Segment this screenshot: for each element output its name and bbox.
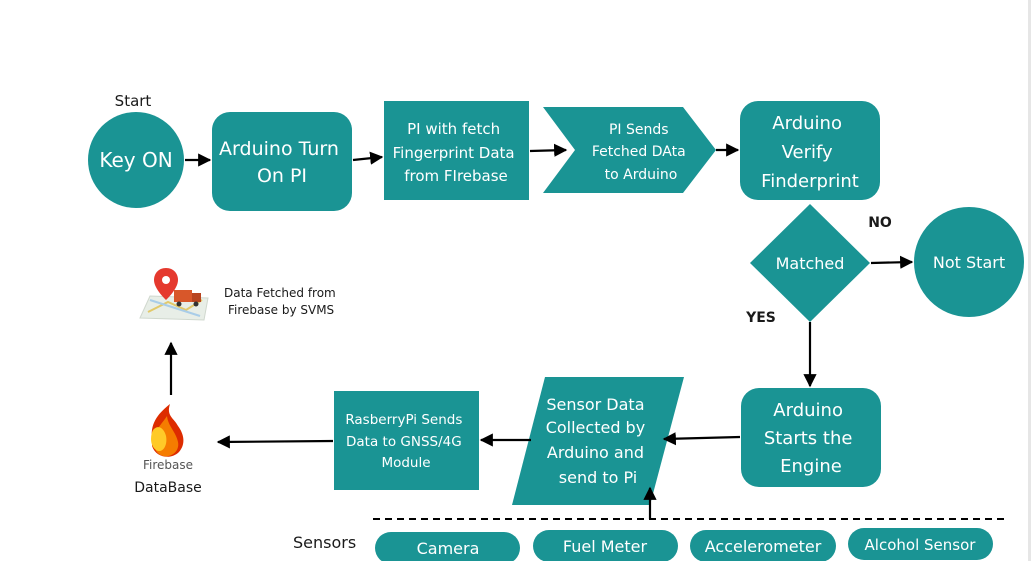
svms-line-1: Data Fetched from bbox=[224, 286, 336, 300]
sensors-label: Sensors bbox=[293, 533, 356, 552]
start-label: Start bbox=[115, 92, 152, 110]
verify-line-2: Verify bbox=[782, 142, 833, 163]
sensor-data-line-4: send to Pi bbox=[559, 468, 637, 487]
arrow-engine-to-sensordata bbox=[662, 432, 741, 446]
arrow-matched-to-notstart bbox=[870, 255, 914, 269]
starts-engine-line-1: Arduino bbox=[773, 400, 843, 421]
arrow-raspberry-to-firebase bbox=[216, 435, 334, 449]
svg-text:Sensor Data Collected by: Sensor Data Collected by Arduino and sen… bbox=[546, 395, 651, 487]
svg-text:RasberryPi Sends Data to: RasberryPi Sends Data to GNSS/4G Module bbox=[345, 412, 466, 471]
map-truck-icon bbox=[139, 268, 209, 321]
raspberry-node: RasberryPi Sends Data to GNSS/4G Module bbox=[334, 391, 479, 490]
sensor-data-line-2: Collected by bbox=[546, 418, 645, 437]
sensor-camera-text: Camera bbox=[417, 539, 480, 558]
pi-fetch-line-3: from FIrebase bbox=[404, 167, 508, 185]
raspberry-line-1: RasberryPi Sends bbox=[345, 412, 462, 428]
starts-engine-node: Arduino Starts the Engine bbox=[741, 388, 881, 487]
sensor-data-node: Sensor Data Collected by Arduino and sen… bbox=[512, 377, 684, 505]
sensor-alcohol-text: Alcohol Sensor bbox=[865, 536, 977, 554]
arduino-turn-on-line-2: On PI bbox=[257, 165, 307, 187]
raspberry-line-2: Data to GNSS/4G bbox=[346, 434, 462, 450]
pi-sends-node: PI Sends Fetched DAta to Arduino bbox=[543, 107, 716, 193]
key-on-text: Key ON bbox=[99, 148, 172, 172]
raspberry-line-3: Module bbox=[381, 455, 430, 471]
sensor-fuel-meter-text: Fuel Meter bbox=[563, 537, 648, 556]
arrow-arduino-to-pifetch bbox=[352, 151, 384, 165]
svg-text:PI with fetch Fingerprin: PI with fetch Fingerprint Data from FIre… bbox=[393, 120, 520, 185]
firebase-logo-text: Firebase bbox=[143, 458, 193, 472]
matched-text: Matched bbox=[776, 254, 845, 273]
arduino-turn-on-node: Arduino Turn On PI bbox=[212, 112, 352, 211]
key-on-node: Key ON bbox=[88, 112, 184, 208]
page-edge bbox=[1028, 0, 1031, 561]
svg-text:Data Fetched from Firebase: Data Fetched from Firebase by SVMS bbox=[224, 286, 340, 317]
svg-text:PI Sends Fetched DAta: PI Sends Fetched DAta to Arduino bbox=[592, 122, 690, 183]
sensor-data-line-3: Arduino and bbox=[547, 443, 644, 462]
verify-node: Arduino Verify Finderprint bbox=[740, 101, 880, 200]
starts-engine-line-2: Starts the bbox=[764, 428, 853, 449]
pi-sends-line-1: PI Sends bbox=[609, 122, 669, 138]
sensor-fuel-meter: Fuel Meter bbox=[533, 530, 678, 561]
no-label: NO bbox=[868, 215, 892, 231]
sensor-accelerometer: Accelerometer bbox=[690, 530, 836, 561]
svg-text:Arduino Turn On PI: Arduino Turn On PI bbox=[219, 138, 345, 187]
pi-fetch-node: PI with fetch Fingerprint Data from FIre… bbox=[384, 101, 529, 200]
sensor-camera: Camera bbox=[375, 532, 520, 561]
yes-label: YES bbox=[745, 310, 776, 326]
pi-sends-line-3: to Arduino bbox=[605, 167, 678, 183]
not-start-node: Not Start bbox=[914, 207, 1024, 317]
verify-line-3: Finderprint bbox=[761, 171, 859, 192]
svms-line-2: Firebase by SVMS bbox=[228, 303, 334, 317]
arrow-pifetch-to-pisends bbox=[529, 143, 568, 157]
svg-text:Arduino Starts the: Arduino Starts the Engine bbox=[764, 400, 858, 477]
matched-node: Matched bbox=[750, 204, 870, 322]
not-start-text: Not Start bbox=[933, 253, 1005, 272]
verify-line-1: Arduino bbox=[772, 113, 842, 134]
sensor-alcohol: Alcohol Sensor bbox=[848, 528, 993, 560]
pi-fetch-line-1: PI with fetch bbox=[407, 120, 500, 138]
arduino-turn-on-line-1: Arduino Turn bbox=[219, 138, 339, 160]
starts-engine-line-3: Engine bbox=[780, 456, 842, 477]
sensor-data-line-1: Sensor Data bbox=[546, 395, 644, 414]
pi-sends-line-2: Fetched DAta bbox=[592, 144, 686, 160]
firebase-logo bbox=[151, 404, 184, 457]
sensor-accelerometer-text: Accelerometer bbox=[705, 537, 822, 556]
firebase-caption: DataBase bbox=[134, 480, 202, 496]
pi-fetch-line-2: Fingerprint Data bbox=[393, 144, 515, 162]
svg-text:Arduino Verify Fin: Arduino Verify Finderprint bbox=[761, 113, 859, 192]
